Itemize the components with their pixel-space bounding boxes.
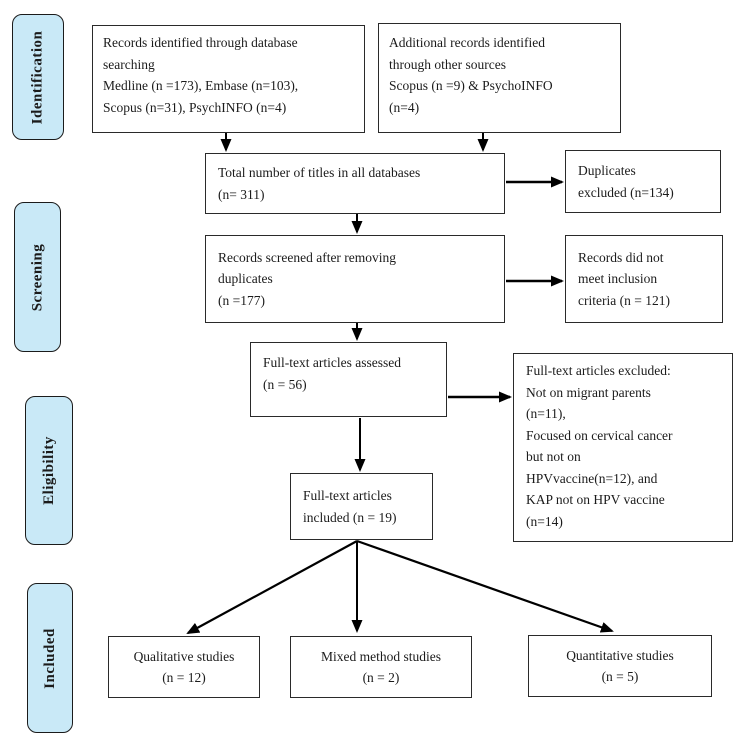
text-line: Scopus (n =9) & PsychoINFO [389,78,553,93]
box-total-titles: Total number of titles in all databases (… [205,153,505,214]
text-line: Quantitative studies [566,647,674,663]
text-line: Full-text articles assessed [263,355,401,370]
text-line: HPVvaccine(n=12), and [526,470,658,486]
stage-label-text: Included [41,627,58,689]
text-line: Qualitative studies [133,648,235,664]
text-line: (n= 311) [218,186,265,202]
arrow-included-to-quantitative [356,539,614,633]
box-records-identified: Records identified through database searc… [92,25,365,133]
box-records-screened: Records screened after removing duplicate… [205,235,505,323]
text-line: (n = 12) [162,670,206,685]
text-line: criteria (n = 121) [578,292,670,308]
text-line: Not on migrant parents [526,384,651,400]
text-line: Additional records identified [389,35,545,50]
box-additional-records: Additional records identified through oth… [378,23,621,133]
text-line: Records did not [578,249,664,265]
box-fulltext-included: Full-text articles included (n = 19) [290,473,433,540]
stage-label-identification: Identification [12,14,64,140]
text-line: (n = 2) [362,670,400,685]
text-line: Mixed method studies [321,648,441,664]
text-line: KAP not on HPV vaccine [526,492,665,507]
text-line: (n=14) [526,513,563,529]
text-line: Total number of titles in all databases [218,165,421,180]
text-line: (n=4) [389,99,420,115]
text-line: Medline (n =173), Embase (n=103), [103,78,299,93]
text-line: (n = 56) [263,376,307,392]
stage-label-text: Identification [29,30,46,124]
text-line: meet inclusion [578,271,658,287]
box-not-meet-criteria: Records did not meet inclusion criteria (n… [565,235,723,323]
text-line: Duplicates [578,163,636,178]
arrow-included-to-qualitative [186,540,358,634]
text-line: duplicates [218,271,273,287]
text-line: Records screened after removing [218,249,397,265]
text-line: (n = 5) [601,669,639,684]
box-qualitative-studies: Qualitative studies (n = 12) [108,636,260,698]
stage-label-eligibility: Eligibility [25,396,73,545]
text-line: but not on [526,449,581,464]
text-line: Focused on cervical cancer [526,427,673,443]
stage-label-text: Eligibility [40,436,57,505]
box-mixed-method-studies: Mixed method studies (n = 2) [290,636,472,698]
box-quantitative-studies: Quantitative studies (n = 5) [528,635,712,697]
text-line: (n =177) [218,292,265,308]
box-fulltext-excluded: Full-text articles excluded: Not on migra… [513,353,733,542]
text-line: Records identified through database [103,35,298,50]
text-line: excluded (n=134) [578,184,674,200]
text-line: (n=11), [526,406,566,421]
stage-label-screening: Screening [14,202,61,352]
text-line: Full-text articles [303,488,392,503]
text-line: Full-text articles excluded: [526,363,671,378]
text-line: included (n = 19) [303,509,397,525]
stage-label-included: Included [27,583,73,733]
text-line: searching [103,56,155,72]
text-line: through other sources [389,56,506,72]
box-fulltext-assessed: Full-text articles assessed (n = 56) [250,342,447,417]
text-line: Scopus (n=31), PsychINFO (n=4) [103,99,287,115]
box-duplicates-excluded: Duplicates excluded (n=134) [565,150,721,213]
stage-label-text: Screening [29,243,45,311]
